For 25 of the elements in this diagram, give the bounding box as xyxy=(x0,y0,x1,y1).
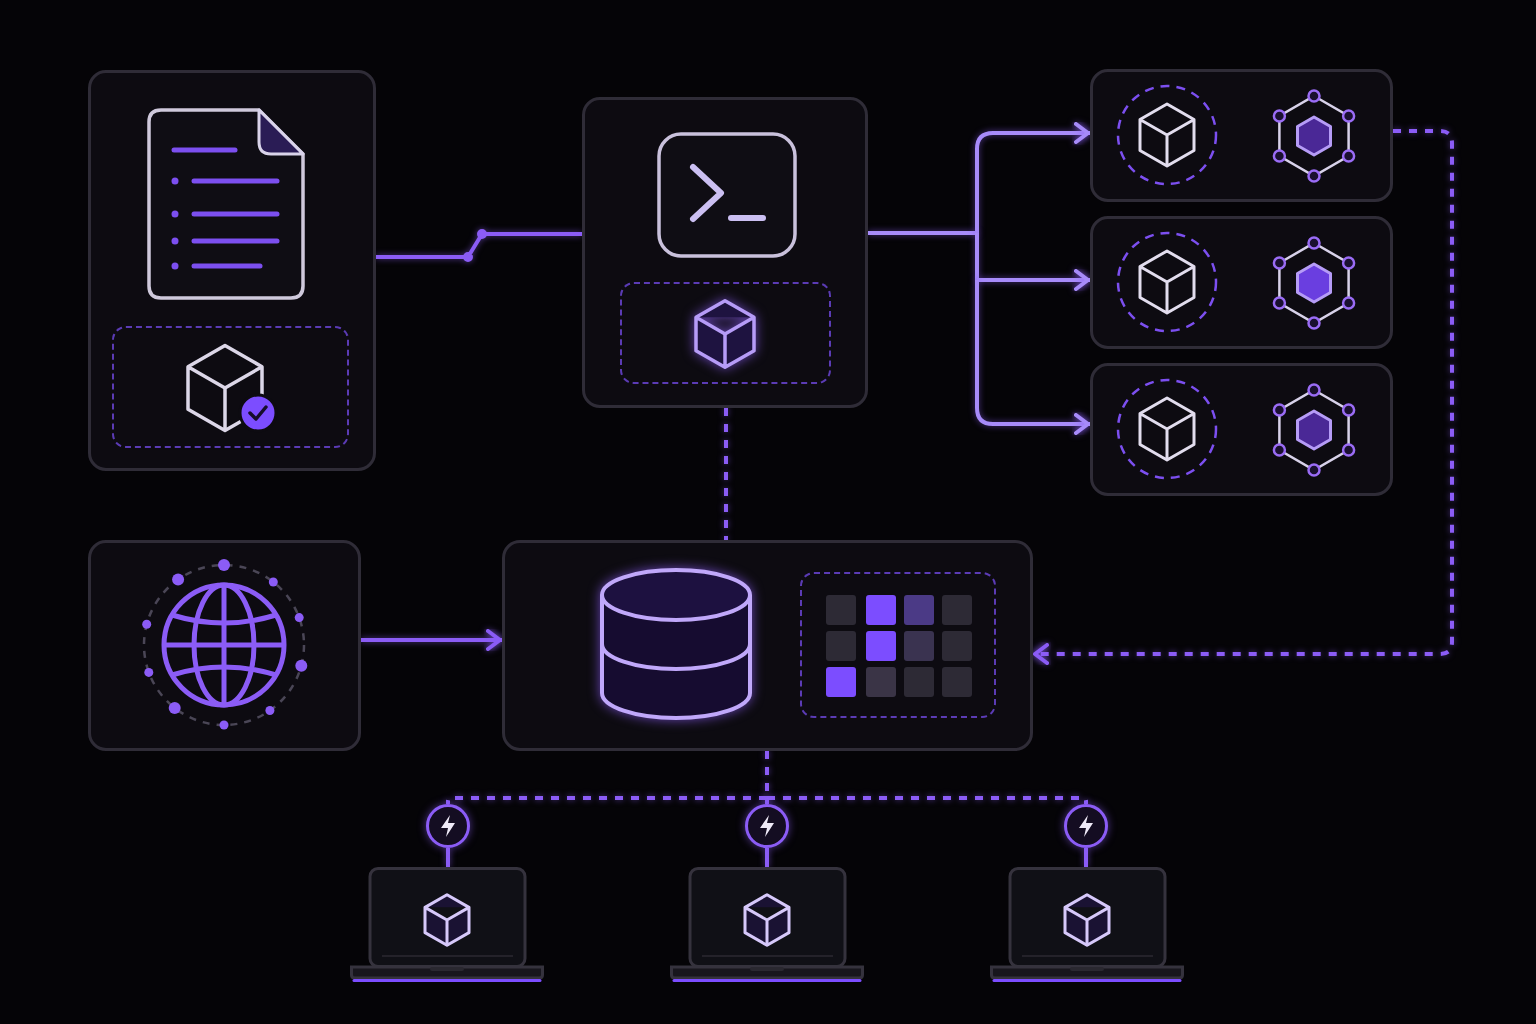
arrow xyxy=(975,122,1090,233)
lightning-icon xyxy=(1064,804,1108,848)
connector-line xyxy=(765,848,769,867)
panel xyxy=(1090,69,1393,202)
connector-line xyxy=(1084,848,1088,867)
connector-line xyxy=(446,848,450,867)
connector-line xyxy=(374,229,584,262)
lightning-icon xyxy=(426,804,470,848)
arrow xyxy=(975,280,1090,435)
dashed-connector-line xyxy=(767,796,1088,804)
dashed-arrow xyxy=(1033,129,1454,665)
dashed-connector-line xyxy=(765,798,769,804)
panel xyxy=(582,97,868,408)
arrow xyxy=(361,629,502,651)
arrow xyxy=(977,269,1090,291)
panel xyxy=(1090,363,1393,496)
connector-line xyxy=(868,231,977,235)
panel xyxy=(88,540,361,751)
connector-line xyxy=(975,233,979,280)
dashed-connector-line xyxy=(724,408,728,540)
dashed-connector-line xyxy=(446,796,767,804)
lightning-icon xyxy=(745,804,789,848)
panel xyxy=(88,70,376,471)
panel xyxy=(502,540,1033,751)
panel xyxy=(1090,216,1393,349)
